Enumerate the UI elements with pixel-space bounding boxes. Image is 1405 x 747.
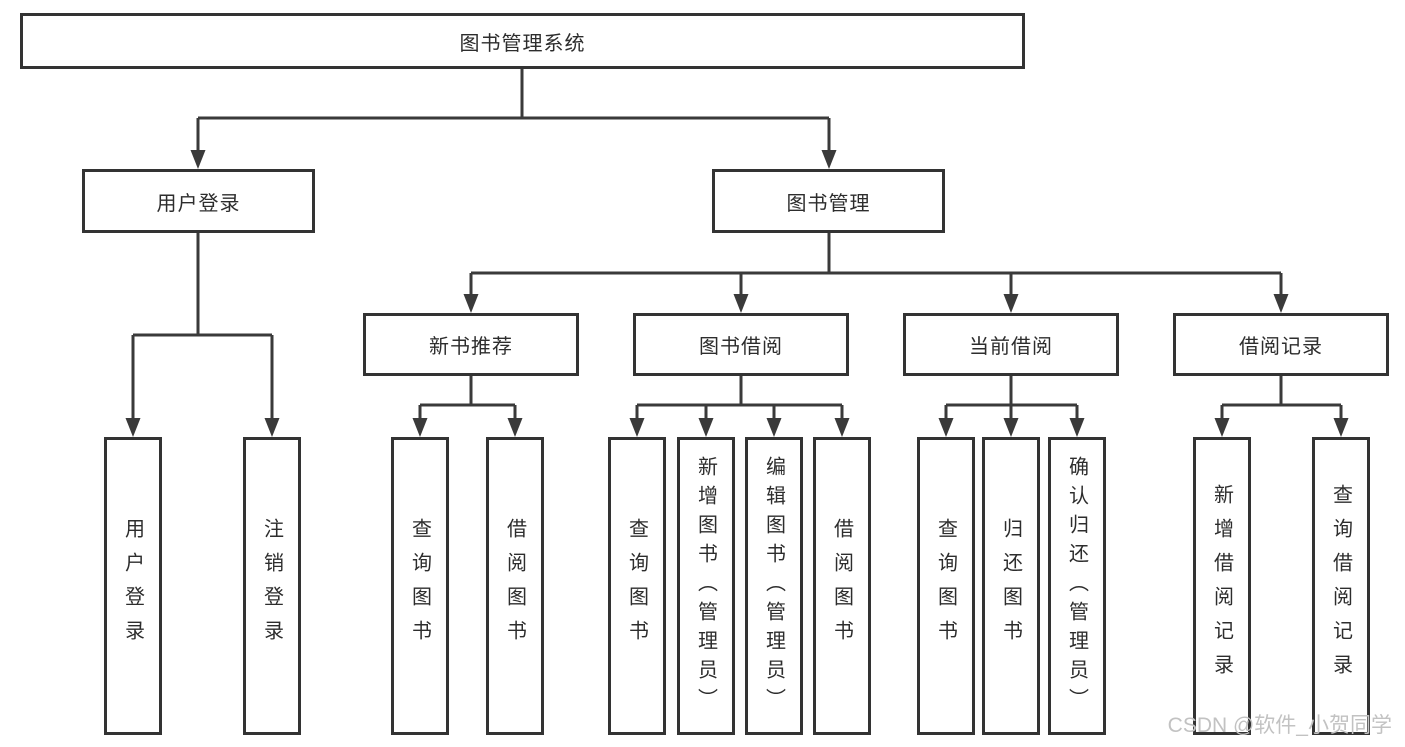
leaf-logout: 注销登录 — [243, 437, 301, 735]
csdn-watermark: CSDN @软件_小贺同学 — [1167, 714, 1392, 737]
node-root-label: 图书管理系统 — [459, 32, 586, 55]
node-new-book-recommend: 新书推荐 — [363, 313, 579, 376]
leaf-borrow-add-books: 新增图书（管理员） — [677, 437, 735, 735]
leaf-records-query-record: 查询借阅记录 — [1312, 437, 1370, 735]
leaf-borrow-query-books-label: 查询图书 — [625, 518, 648, 654]
leaf-records-query-record-label: 查询借阅记录 — [1329, 484, 1352, 688]
arrowheads — [125, 150, 1349, 437]
leaf-logout-label: 注销登录 — [260, 518, 283, 654]
node-borrow-records-label: 借阅记录 — [1239, 336, 1323, 358]
node-user-login-label: 用户登录 — [156, 192, 241, 215]
leaf-current-query-books-label: 查询图书 — [934, 518, 957, 654]
leaf-borrow-borrow-books-label: 借阅图书 — [830, 518, 853, 654]
node-book-borrow-label: 图书借阅 — [699, 336, 783, 358]
leaf-records-add-record: 新增借阅记录 — [1193, 437, 1251, 735]
node-book-management-label: 图书管理 — [786, 192, 871, 215]
node-book-management: 图书管理 — [712, 169, 945, 233]
leaf-newrec-query-books-label: 查询图书 — [408, 518, 431, 654]
arrow-stems — [131, 118, 1343, 420]
tree-branch-lines — [133, 69, 1341, 407]
leaf-borrow-query-books: 查询图书 — [608, 437, 666, 735]
leaf-current-confirm-return-label: 确认归还（管理员） — [1065, 455, 1088, 717]
node-borrow-records: 借阅记录 — [1173, 313, 1389, 376]
leaf-borrow-add-books-label: 新增图书（管理员） — [694, 455, 717, 717]
node-user-login: 用户登录 — [82, 169, 315, 233]
node-new-book-recommend-label: 新书推荐 — [429, 336, 513, 358]
node-current-borrow-label: 当前借阅 — [969, 336, 1053, 358]
node-current-borrow: 当前借阅 — [903, 313, 1119, 376]
leaf-current-confirm-return: 确认归还（管理员） — [1048, 437, 1106, 735]
leaf-borrow-edit-books: 编辑图书（管理员） — [745, 437, 803, 735]
leaf-borrow-borrow-books: 借阅图书 — [813, 437, 871, 735]
leaf-current-return-books: 归还图书 — [982, 437, 1040, 735]
leaf-current-return-books-label: 归还图书 — [999, 518, 1022, 654]
leaf-newrec-borrow-books-label: 借阅图书 — [503, 518, 526, 654]
node-book-borrow: 图书借阅 — [633, 313, 849, 376]
leaf-borrow-edit-books-label: 编辑图书（管理员） — [762, 455, 785, 717]
leaf-user-login-label: 用户登录 — [121, 518, 144, 654]
leaf-user-login: 用户登录 — [104, 437, 162, 735]
leaf-current-query-books: 查询图书 — [917, 437, 975, 735]
leaf-newrec-borrow-books: 借阅图书 — [486, 437, 544, 735]
node-root: 图书管理系统 — [20, 13, 1025, 69]
leaf-newrec-query-books: 查询图书 — [391, 437, 449, 735]
leaf-records-add-record-label: 新增借阅记录 — [1210, 484, 1233, 688]
